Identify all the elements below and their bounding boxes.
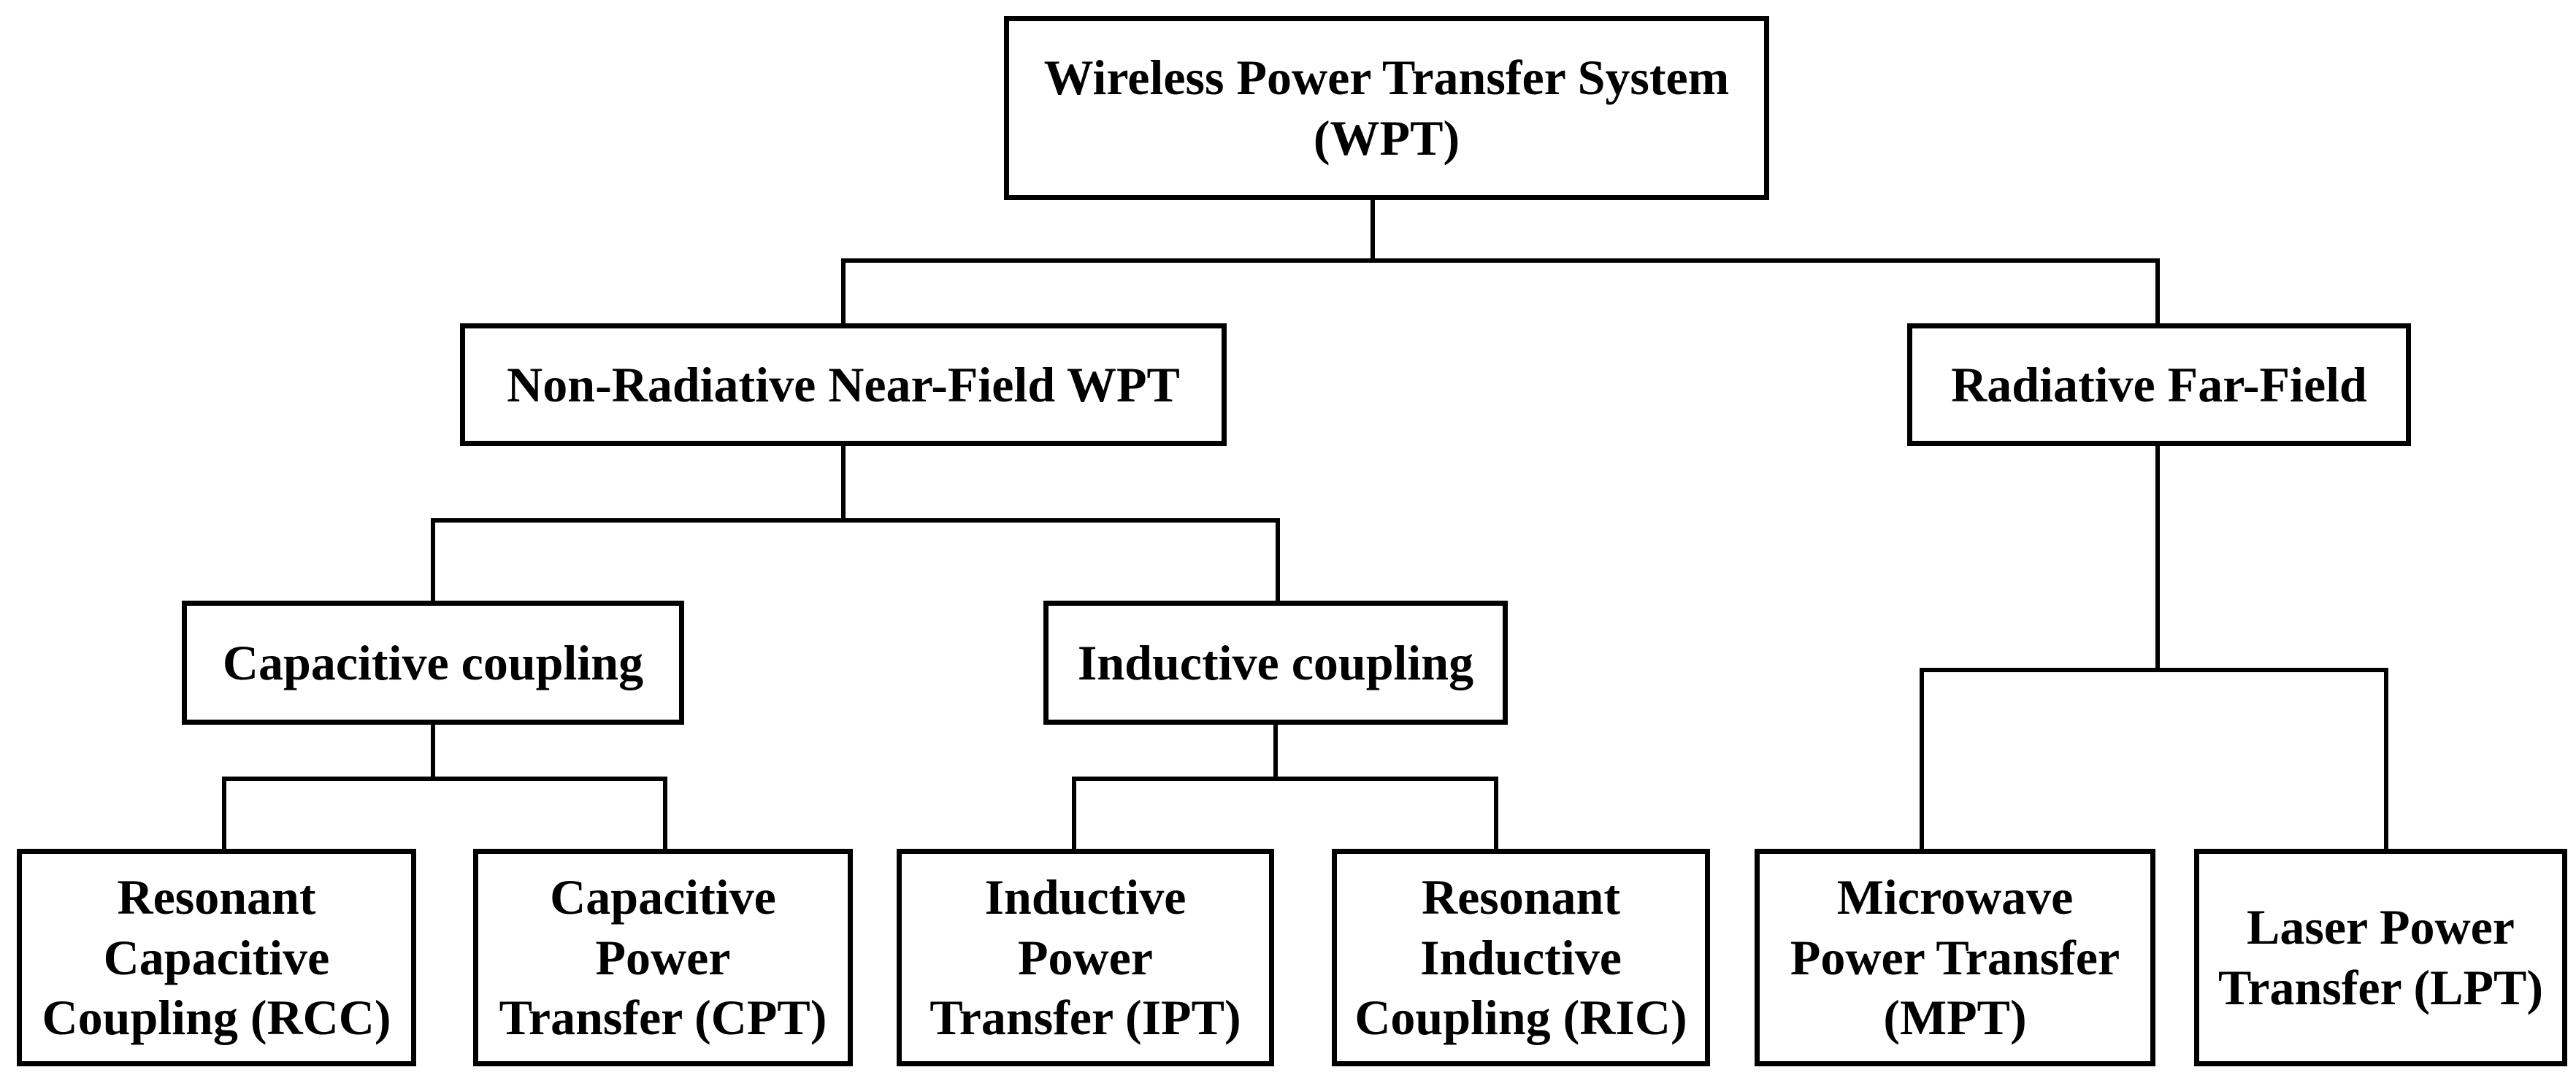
node-line: (MPT) <box>1883 990 2027 1046</box>
node-inductive-coupling: Inductive coupling <box>1043 601 1508 725</box>
node-line: Radiative Far-Field <box>1951 356 2367 412</box>
node-line: Power Transfer <box>1790 929 2120 985</box>
node-line: (WPT) <box>1313 110 1460 166</box>
node-line: Capacitive <box>550 869 776 925</box>
node-line: Transfer (LPT) <box>2217 960 2544 1015</box>
node-capacitive-power-transfer-cpt: Capacitive Power Transfer (CPT) <box>473 849 853 1066</box>
node-line: Transfer (CPT) <box>499 990 827 1046</box>
node-line: Non-Radiative Near-Field WPT <box>507 356 1180 412</box>
node-line: Capacitive coupling <box>222 634 644 690</box>
node-line: Resonant <box>1421 869 1621 925</box>
node-capacitive-coupling: Capacitive coupling <box>182 601 684 725</box>
node-line: Coupling (RIC) <box>1354 990 1687 1046</box>
node-wpt: Wireless Power Transfer System (WPT) <box>1004 16 1769 200</box>
node-line: Capacitive <box>103 929 330 985</box>
node-laser-power-transfer-lpt: Laser Power Transfer (LPT) <box>2194 849 2567 1066</box>
node-line: Microwave <box>1836 869 2074 925</box>
node-line: Wireless Power Transfer System <box>1043 50 1730 106</box>
node-resonant-capacitive-coupling-rcc: Resonant Capacitive Coupling (RCC) <box>17 849 416 1066</box>
node-line: Power <box>595 929 731 985</box>
node-microwave-power-transfer-mpt: Microwave Power Transfer (MPT) <box>1755 849 2155 1066</box>
node-non-radiative-near-field-wpt: Non-Radiative Near-Field WPT <box>460 323 1227 446</box>
node-line: Laser Power <box>2247 899 2515 955</box>
node-inductive-power-transfer-ipt: Inductive Power Transfer (IPT) <box>897 849 1274 1066</box>
node-line: Inductive <box>984 869 1187 925</box>
node-line: Resonant <box>117 869 316 925</box>
node-line: Inductive <box>1420 929 1622 985</box>
node-line: Power <box>1017 929 1153 985</box>
node-line: Transfer (IPT) <box>929 990 1241 1046</box>
node-line: Inductive coupling <box>1077 634 1474 690</box>
node-line: Coupling (RCC) <box>42 990 391 1046</box>
node-resonant-inductive-coupling-ric: Resonant Inductive Coupling (RIC) <box>1332 849 1710 1066</box>
node-radiative-far-field: Radiative Far-Field <box>1907 323 2411 446</box>
